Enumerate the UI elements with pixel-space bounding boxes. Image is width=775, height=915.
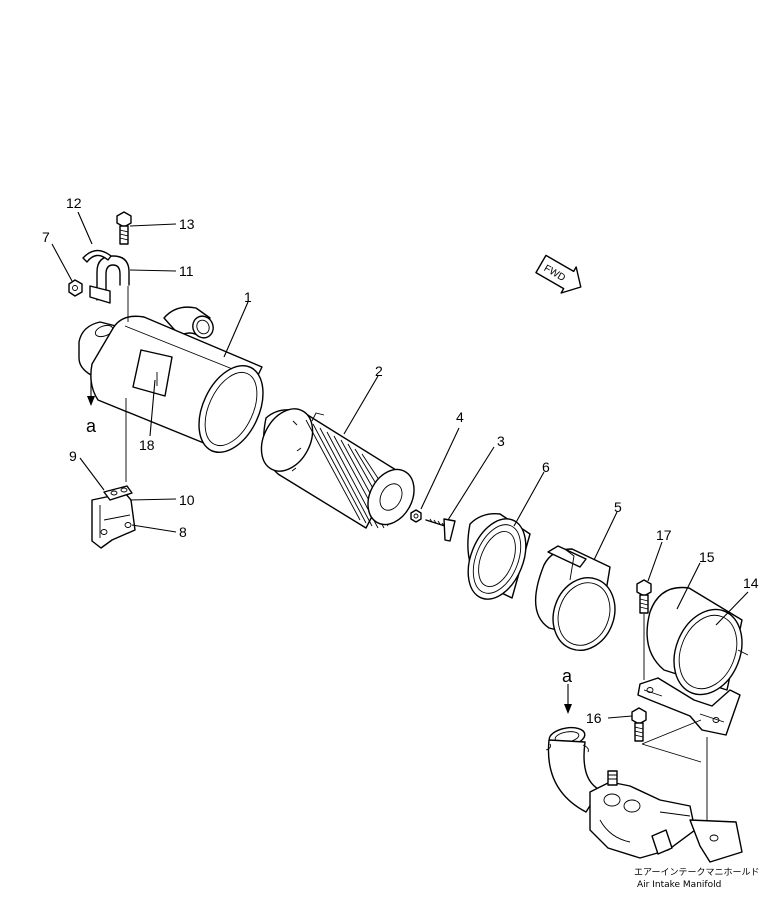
nut-4 bbox=[410, 509, 422, 523]
part-number-9: 9 bbox=[69, 448, 77, 464]
bolt-13 bbox=[116, 211, 132, 245]
band-clamp-14 bbox=[637, 649, 749, 736]
intake-manifold bbox=[589, 770, 743, 863]
connector-label-a-top: a bbox=[86, 416, 97, 436]
part-number-12: 12 bbox=[66, 195, 82, 211]
part-number-16: 16 bbox=[586, 710, 602, 726]
elbow-hose bbox=[545, 726, 601, 813]
bracket-plate-10 bbox=[103, 485, 133, 501]
bolt-16 bbox=[631, 707, 647, 742]
cover-5 bbox=[534, 545, 616, 651]
part-number-5: 5 bbox=[614, 499, 622, 515]
wing-bolt-3 bbox=[425, 518, 456, 542]
part-number-4: 4 bbox=[456, 409, 464, 425]
inlet-arrow-icon bbox=[564, 704, 572, 714]
u-bolt-11 bbox=[89, 255, 130, 304]
part-number-7: 7 bbox=[42, 229, 50, 245]
nut-7 bbox=[68, 279, 83, 297]
cap-12 bbox=[82, 249, 112, 263]
bolt-17 bbox=[636, 579, 652, 614]
part-number-13: 13 bbox=[179, 216, 195, 232]
part-number-18: 18 bbox=[139, 437, 155, 453]
part-number-8: 8 bbox=[179, 524, 187, 540]
part-number-10: 10 bbox=[179, 492, 195, 508]
connector-label-a-bottom: a bbox=[562, 666, 573, 686]
part-number-15: 15 bbox=[699, 549, 715, 565]
part-number-14: 14 bbox=[743, 575, 759, 591]
bracket-8 bbox=[91, 492, 136, 549]
part-number-6: 6 bbox=[542, 459, 550, 475]
outlet-arrow-icon bbox=[87, 396, 95, 406]
part-number-1: 1 bbox=[244, 289, 252, 305]
manifold-caption-en: Air Intake Manifold bbox=[637, 880, 721, 890]
band-15 bbox=[646, 586, 743, 696]
air-cleaner-body bbox=[78, 306, 264, 454]
part-number-11: 11 bbox=[179, 263, 194, 279]
ring-6 bbox=[467, 513, 531, 600]
filter-element-2 bbox=[260, 408, 415, 529]
part-number-3: 3 bbox=[497, 433, 505, 449]
part-number-17: 17 bbox=[656, 527, 672, 543]
fwd-direction-badge: FWD bbox=[535, 254, 582, 294]
part-number-2: 2 bbox=[375, 363, 383, 379]
manifold-caption-jp: エアーインテークマニホールド bbox=[634, 867, 759, 878]
